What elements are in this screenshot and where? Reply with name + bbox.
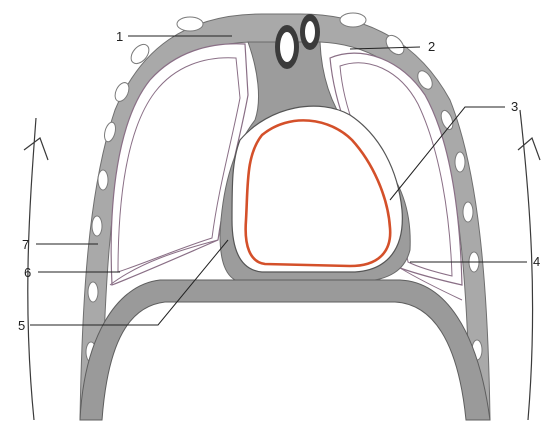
label-5: 5: [18, 318, 25, 333]
label-7: 7: [22, 237, 29, 252]
label-4: 4: [533, 254, 540, 269]
rib-r1: [340, 13, 366, 27]
rib-l7: [88, 282, 98, 302]
diaphragm: [80, 280, 490, 420]
label-2: 2: [428, 39, 435, 54]
label-3: 3: [511, 99, 518, 114]
rib-l5: [98, 170, 108, 190]
rib-l6: [92, 216, 102, 236]
vessel-left-lumen: [280, 32, 294, 62]
rib-l1: [177, 17, 203, 31]
label-1: 1: [116, 29, 123, 44]
label-6: 6: [24, 265, 31, 280]
rib-r5: [455, 152, 465, 172]
vessel-right-lumen: [305, 21, 315, 43]
rib-r6: [463, 202, 473, 222]
